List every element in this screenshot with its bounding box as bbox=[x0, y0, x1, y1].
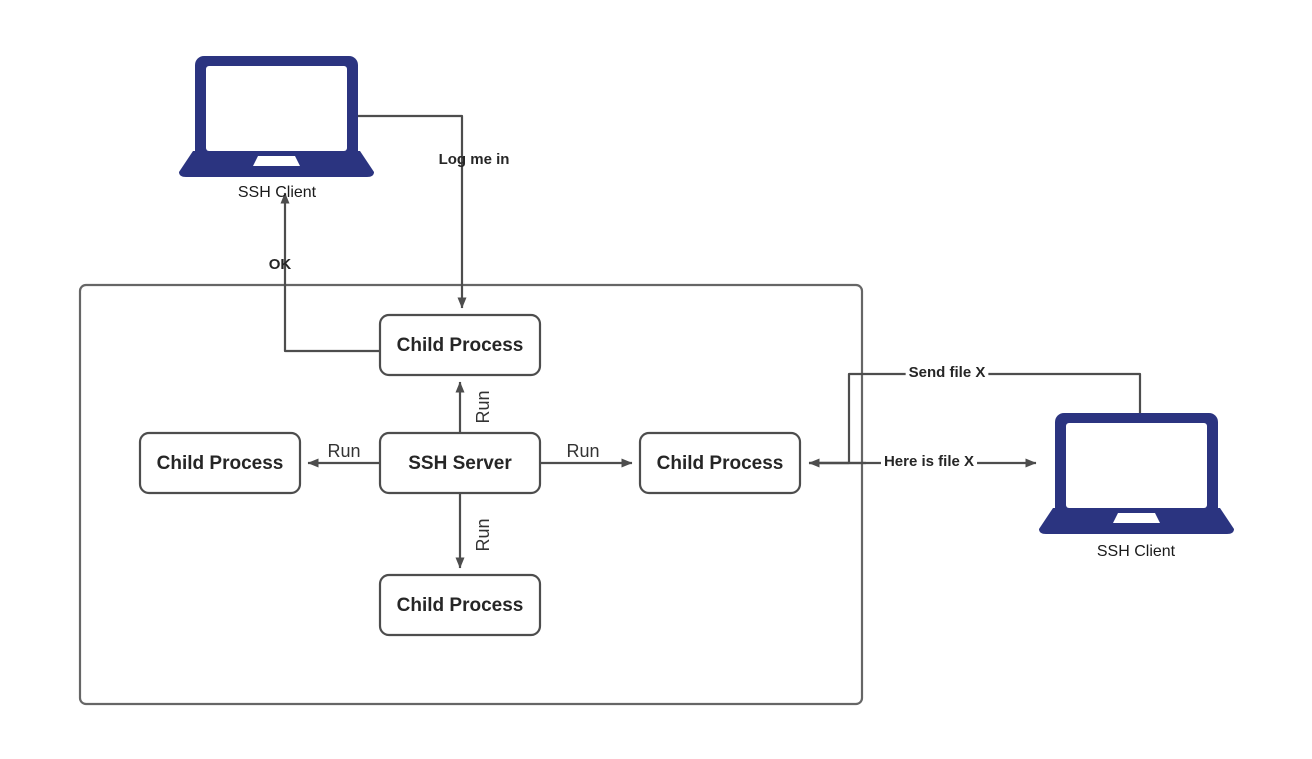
edge-label-run-up: Run bbox=[473, 390, 493, 423]
node-child-top-box[interactable] bbox=[378, 313, 542, 377]
edge-label-ok: OK bbox=[269, 256, 292, 273]
edge-label-run-right: Run bbox=[566, 441, 599, 461]
ssh-client-right-laptop bbox=[1039, 413, 1234, 534]
node-child-right-box[interactable] bbox=[638, 431, 802, 495]
edge-label-log-me-in: Log me in bbox=[439, 151, 510, 168]
laptop-screen bbox=[206, 66, 347, 151]
ssh-client-top-laptop bbox=[179, 56, 374, 177]
node-child-bottom-label: Child Process bbox=[397, 595, 524, 616]
node-child-top[interactable]: Child Process bbox=[378, 313, 542, 377]
laptop-screen bbox=[1066, 423, 1207, 508]
edge-ok bbox=[280, 192, 380, 353]
laptop-notch bbox=[253, 156, 300, 166]
node-ssh-server-box[interactable] bbox=[378, 431, 542, 495]
edge-label-here-is-file-x: Here is file X bbox=[884, 453, 974, 470]
ssh-client-right-label: SSH Client bbox=[1097, 543, 1176, 560]
node-child-bottom-box[interactable] bbox=[378, 573, 542, 637]
edge-label-run-left: Run bbox=[327, 441, 360, 461]
node-ssh-server-label: SSH Server bbox=[408, 453, 512, 474]
node-ssh-server[interactable]: SSH Server bbox=[378, 431, 542, 495]
node-child-top-label: Child Process bbox=[397, 335, 524, 356]
node-child-left[interactable]: Child Process bbox=[138, 431, 302, 495]
node-child-right-label: Child Process bbox=[657, 453, 784, 474]
edge-label-run-down: Run bbox=[473, 518, 493, 551]
laptop-notch bbox=[1113, 513, 1160, 523]
edge-label-send-file-x: Send file X bbox=[909, 364, 986, 381]
label-plate bbox=[880, 452, 978, 470]
node-child-left-label: Child Process bbox=[157, 453, 284, 474]
label-plate bbox=[905, 363, 989, 381]
node-child-left-box[interactable] bbox=[138, 431, 302, 495]
node-child-bottom[interactable]: Child Process bbox=[378, 573, 542, 637]
ssh-client-top-label: SSH Client bbox=[238, 184, 317, 201]
edge-log-me-in bbox=[357, 114, 467, 309]
ssh-server-host-boundary bbox=[78, 283, 864, 706]
node-child-right[interactable]: Child Process bbox=[638, 431, 802, 495]
